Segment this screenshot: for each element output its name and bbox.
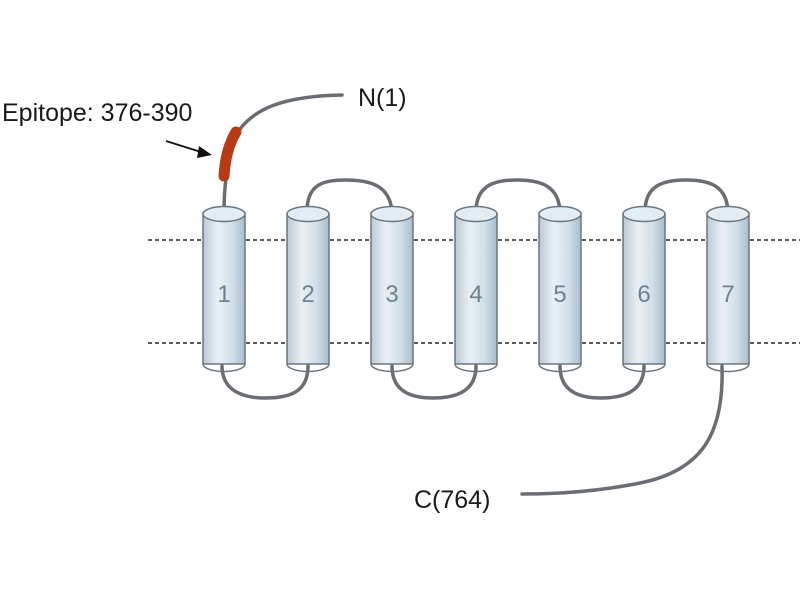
helix-3: 3 [370, 205, 414, 373]
extracellular-loop-1 [305, 178, 394, 214]
c-terminal-tail [520, 364, 724, 496]
helix-1: 1 [202, 205, 246, 373]
extracellular-loop-3 [643, 178, 730, 214]
n-terminal-tail [222, 93, 344, 214]
helix-number-7: 7 [721, 281, 734, 308]
intracellular-loop-2 [390, 364, 478, 400]
helix-number-3: 3 [385, 281, 398, 308]
helix-7: 7 [706, 205, 750, 373]
helix-number-6: 6 [637, 281, 650, 308]
c-terminus-label: C(764) [414, 486, 490, 514]
n-terminus-label: N(1) [358, 84, 407, 112]
extracellular-loop-2 [474, 178, 562, 214]
helix-2: 2 [286, 205, 330, 373]
helix-6: 6 [622, 205, 666, 373]
epitope-arrow [165, 140, 212, 158]
transmembrane-helices: 1 2 3 4 5 6 [202, 205, 750, 373]
intracellular-loop-1 [220, 364, 310, 400]
helix-5: 5 [538, 205, 582, 373]
helix-number-1: 1 [217, 281, 230, 308]
helix-4: 4 [454, 205, 498, 373]
helix-number-2: 2 [301, 281, 314, 308]
helix-number-5: 5 [553, 281, 566, 308]
intracellular-loop-3 [558, 364, 646, 400]
helix-number-4: 4 [469, 281, 482, 308]
epitope-segment [218, 126, 242, 182]
epitope-label: Epitope: 376-390 [2, 99, 192, 127]
